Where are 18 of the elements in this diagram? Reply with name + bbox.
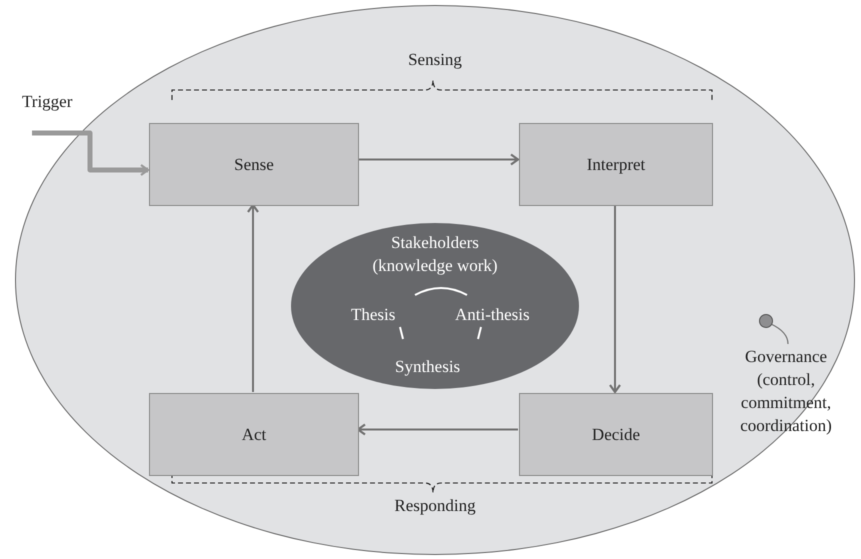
arrow [358, 153, 520, 166]
stakeholders-label: Stakeholders (knowledge work) [371, 232, 499, 277]
synthesis-label: Synthesis [395, 356, 462, 378]
section-label: Sensing [407, 50, 463, 70]
process-box: Decide [519, 393, 713, 476]
leader-line [770, 323, 789, 344]
section-label: Responding [393, 496, 477, 516]
governance-dot [759, 314, 773, 328]
arrow [246, 204, 260, 392]
thesis-label: Thesis [351, 304, 396, 326]
arrow [356, 423, 518, 436]
trigger-label: Trigger [22, 90, 88, 134]
process-box: Act [149, 393, 359, 476]
anti-thesis-label: Anti-thesis [455, 304, 531, 326]
process-box: Sense [149, 123, 359, 206]
arrow [608, 205, 622, 394]
arrow [32, 130, 150, 176]
process-box: Interpret [519, 123, 713, 206]
